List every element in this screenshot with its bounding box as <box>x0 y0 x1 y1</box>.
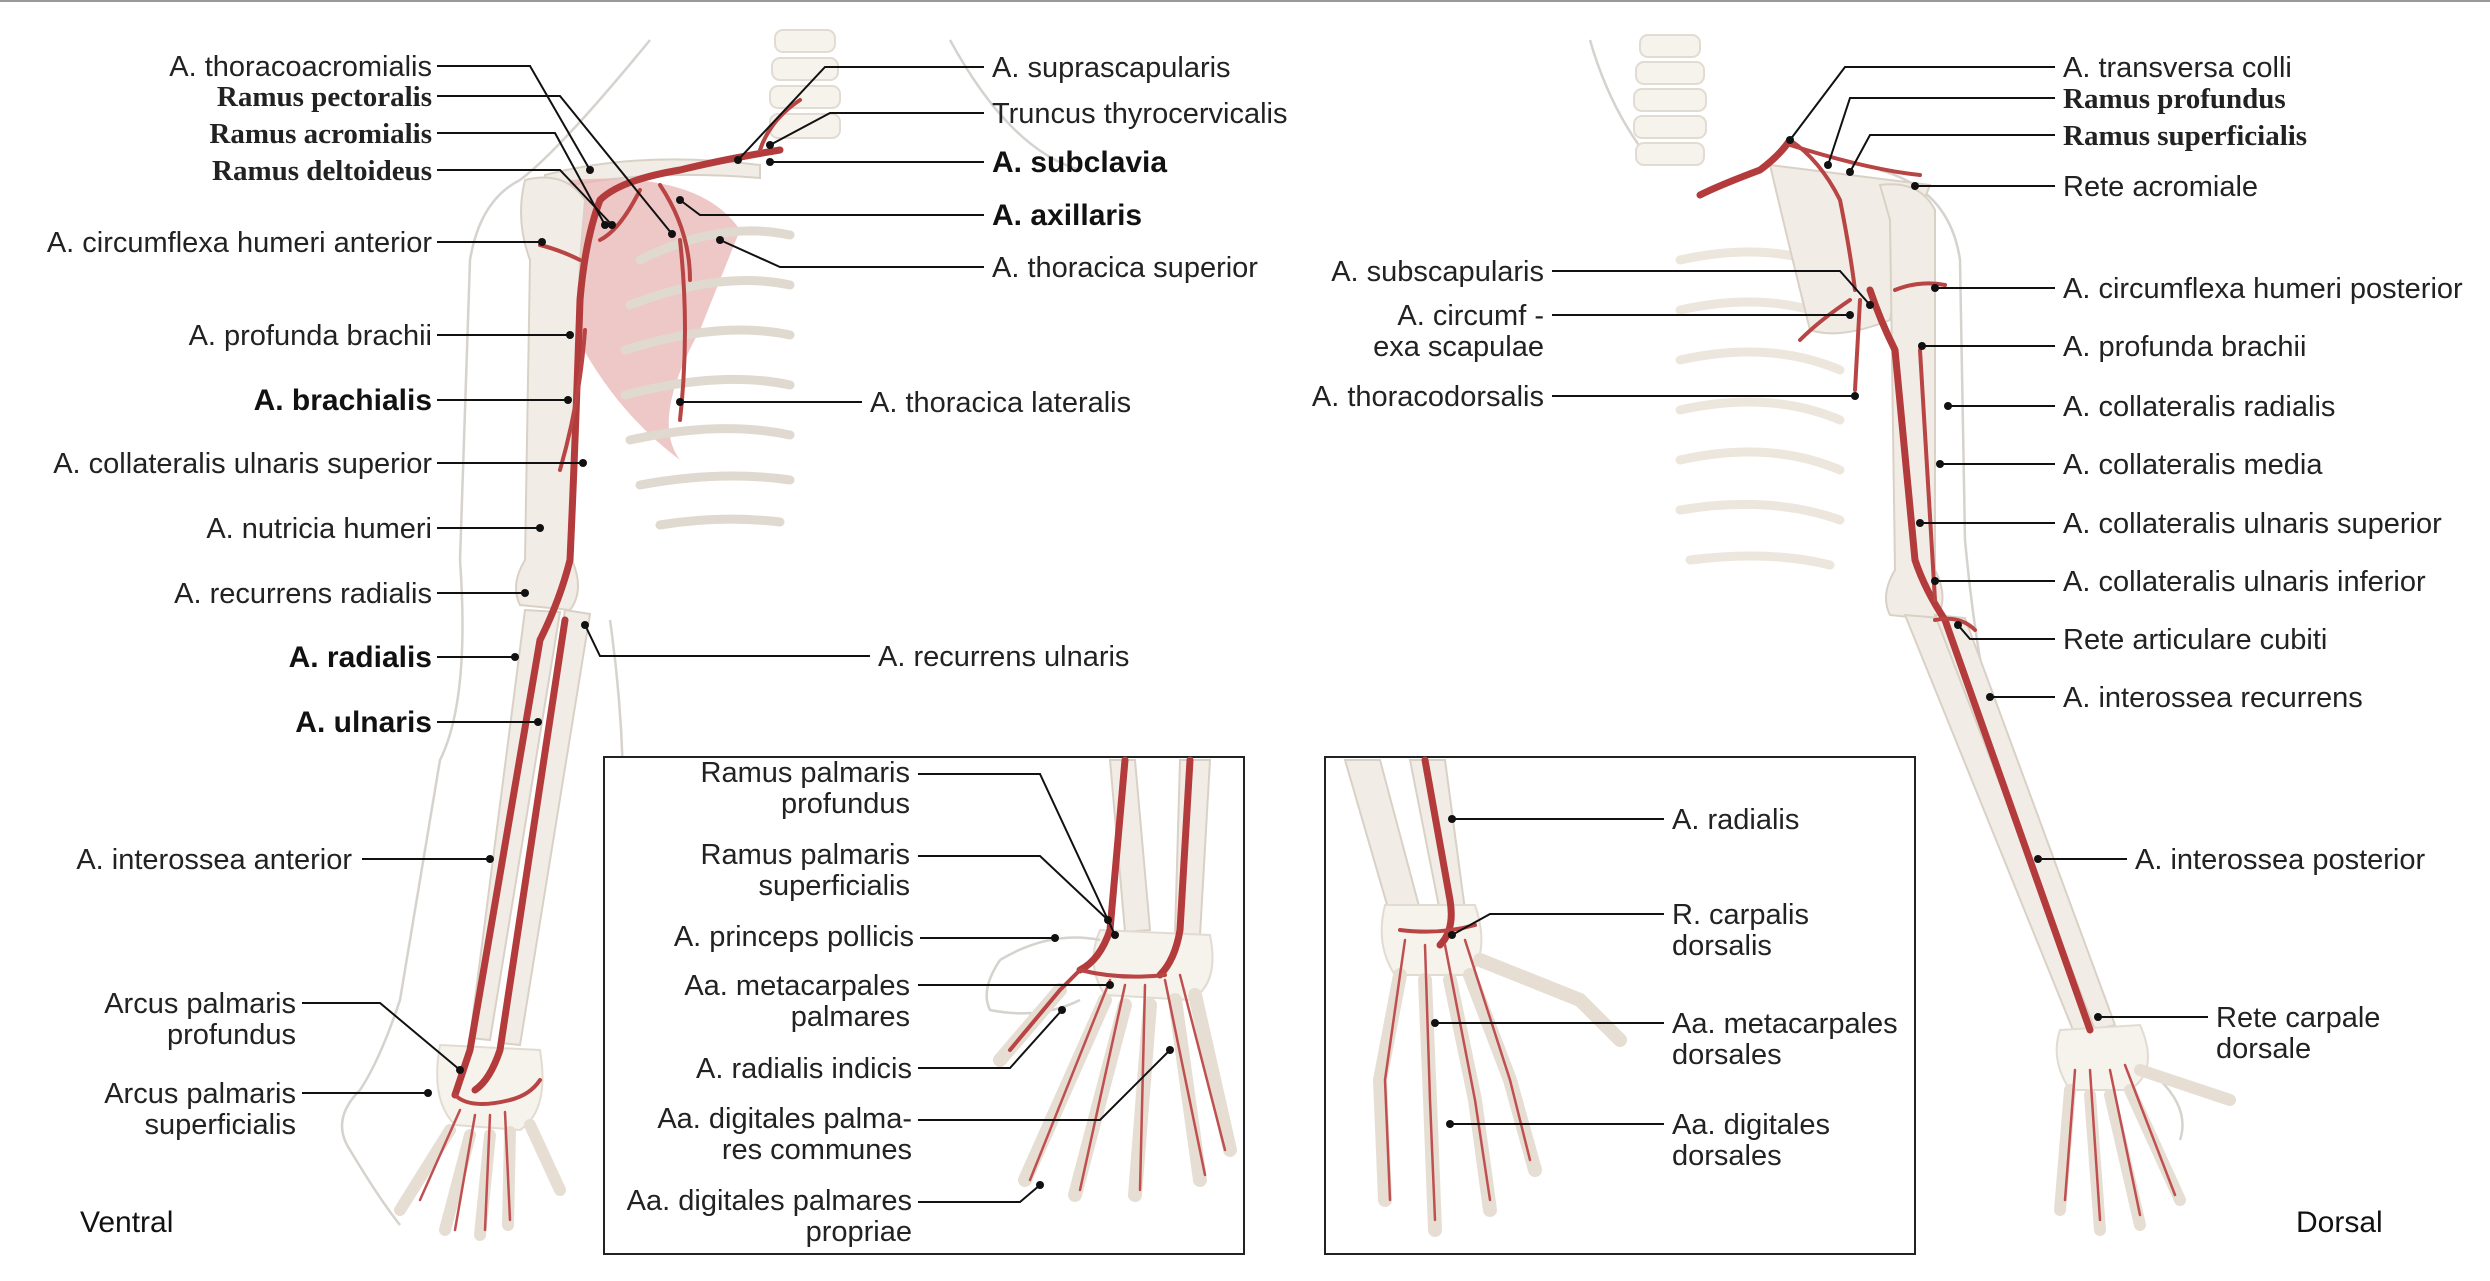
label-metacarpales-dorsales-1: Aa. metacarpales <box>1672 1008 1898 1040</box>
label-inset-radialis: A. radialis <box>1672 804 1799 836</box>
label-collateralis-media: A. collateralis media <box>2063 449 2323 481</box>
label-collateralis-ulnaris-superior: A. collateralis ulnaris superior <box>53 448 432 480</box>
label-arcus-profundus-2: profundus <box>167 1019 296 1051</box>
dorsal-right-leaders <box>1786 66 2208 1021</box>
label-interossea-posterior: A. interossea posterior <box>2135 844 2425 876</box>
label-ramus-acromialis: Ramus acromialis <box>209 118 432 150</box>
ventral-fingers <box>394 1119 566 1241</box>
ventral-skin-outline <box>340 39 651 1226</box>
label-rete-carpale-2: dorsale <box>2216 1033 2311 1065</box>
label-rete-carpale-1: Rete carpale <box>2216 1002 2380 1034</box>
dorsal-body-illustration <box>1588 34 2236 1236</box>
label-transversa-colli: A. transversa colli <box>2063 52 2292 84</box>
dorsal-inset-illustration <box>1343 756 1627 1237</box>
dorsal-inset-labels: A. radialis R. carpalis dorsalis Aa. met… <box>1672 804 1898 1172</box>
label-interossea-recurrens: A. interossea recurrens <box>2063 682 2363 714</box>
label-recurrens-ulnaris: A. recurrens ulnaris <box>878 641 1129 673</box>
label-rete-acromiale: Rete acromiale <box>2063 171 2258 203</box>
label-thoracica-superior: A. thoracica superior <box>992 252 1258 284</box>
label-carpalis-dorsalis-1: R. carpalis <box>1672 899 1809 931</box>
ventral-right-leaders <box>581 66 984 657</box>
label-circumflexa-scapulae-1: A. circumf - <box>1397 300 1544 332</box>
ventral-left-labels: A. thoracoacromialis Ramus pectoralis Ra… <box>47 51 433 1141</box>
label-profunda-brachii: A. profunda brachii <box>189 320 432 352</box>
label-suprascapularis: A. suprascapularis <box>992 52 1231 84</box>
label-ramus-profundus: Ramus profundus <box>2063 83 2286 115</box>
dorsal-left-leaders <box>1552 270 1874 400</box>
label-metacarpales-palmares-2: palmares <box>791 1001 910 1033</box>
pectoralis-muscle <box>556 178 740 461</box>
label-ramus-palmaris-profundus-2: profundus <box>781 788 910 820</box>
label-thoracoacromialis: A. thoracoacromialis <box>169 51 432 83</box>
ventral-ribs <box>620 226 795 530</box>
label-thoracodorsalis: A. thoracodorsalis <box>1312 381 1544 413</box>
label-recurrens-radialis: A. recurrens radialis <box>174 578 432 610</box>
palm-inset-leaders <box>918 773 1174 1203</box>
label-digitales-communes-2: res communes <box>722 1134 912 1166</box>
dorsal-left-labels: A. subscapularis A. circumf - exa scapul… <box>1312 256 1544 413</box>
dorsal-inset-leaders <box>1431 815 1664 1128</box>
dorsal-right-labels: A. transversa colli Ramus profundus Ramu… <box>2063 52 2463 1065</box>
label-arcus-superficialis-2: superficialis <box>145 1109 297 1141</box>
label-rete-articulare-cubiti: Rete articulare cubiti <box>2063 624 2327 656</box>
label-subscapularis: A. subscapularis <box>1331 256 1544 288</box>
label-ramus-palmaris-superficialis-1: Ramus palmaris <box>701 839 911 871</box>
label-collateralis-ulnaris-inferior: A. collateralis ulnaris inferior <box>2063 566 2426 598</box>
ventral-neck-outline <box>948 39 1081 172</box>
label-princeps-pollicis: A. princeps pollicis <box>674 921 914 953</box>
label-circumflexa-scapulae-2: exa scapulae <box>1373 331 1544 363</box>
label-thoracica-lateralis: A. thoracica lateralis <box>870 387 1131 419</box>
dorsal-hand-inset-frame <box>1324 756 1916 1255</box>
label-ramus-palmaris-profundus-1: Ramus palmaris <box>701 757 911 789</box>
label-radialis: A. radialis <box>289 641 432 674</box>
label-collateralis-radialis: A. collateralis radialis <box>2063 391 2335 423</box>
label-arcus-superficialis-1: Arcus palmaris <box>104 1078 296 1110</box>
label-ramus-deltoideus: Ramus deltoideus <box>212 155 432 187</box>
label-arcus-profundus-1: Arcus palmaris <box>104 988 296 1020</box>
ventral-humerus <box>515 176 587 612</box>
label-interossea-anterior: A. interossea anterior <box>76 844 352 876</box>
dorsal-spine <box>1633 34 1707 166</box>
label-radialis-indicis: A. radialis indicis <box>696 1053 912 1085</box>
ventral-spine <box>769 29 841 139</box>
label-digitales-communes-1: Aa. digitales palma- <box>657 1103 912 1135</box>
label-dorsal-collateralis-ulnaris-superior: A. collateralis ulnaris superior <box>2063 508 2442 540</box>
view-label-ventral: Ventral <box>80 1206 173 1239</box>
label-axillaris: A. axillaris <box>992 199 1142 232</box>
ventral-right-labels: A. suprascapularis Truncus thyrocervical… <box>870 52 1287 673</box>
label-circumflexa-humeri-anterior: A. circumflexa humeri anterior <box>47 227 433 259</box>
label-digitales-propriae-2: propriae <box>806 1216 912 1248</box>
label-carpalis-dorsalis-2: dorsalis <box>1672 930 1772 962</box>
label-digitales-dorsales-1: Aa. digitales <box>1672 1109 1830 1141</box>
label-ulnaris: A. ulnaris <box>295 706 432 739</box>
ventral-left-leaders <box>302 65 676 1097</box>
label-brachialis: A. brachialis <box>254 384 432 417</box>
label-truncus-thyrocervicalis: Truncus thyrocervicalis <box>992 98 1287 130</box>
view-label-dorsal: Dorsal <box>2296 1206 2383 1239</box>
label-digitales-dorsales-2: dorsales <box>1672 1140 1782 1172</box>
label-digitales-propriae-1: Aa. digitales palmares <box>627 1185 912 1217</box>
label-ramus-pectoralis: Ramus pectoralis <box>217 81 432 113</box>
dorsal-arteries <box>1696 136 2177 1222</box>
label-ramus-superficialis: Ramus superficialis <box>2063 120 2307 152</box>
label-subclavia: A. subclavia <box>992 146 1167 179</box>
label-dorsal-profunda-brachii: A. profunda brachii <box>2063 331 2306 363</box>
palm-inset-labels: Ramus palmaris profundus Ramus palmaris … <box>627 757 914 1248</box>
label-nutricia-humeri: A. nutricia humeri <box>206 513 432 545</box>
label-metacarpales-palmares-1: Aa. metacarpales <box>684 970 910 1002</box>
ventral-body-illustration <box>340 29 1081 1241</box>
palm-inset-illustration <box>985 756 1237 1202</box>
label-metacarpales-dorsales-2: dorsales <box>1672 1039 1782 1071</box>
dorsal-fingers <box>2054 1064 2236 1236</box>
label-circumflexa-humeri-posterior: A. circumflexa humeri posterior <box>2063 273 2463 305</box>
dorsal-carpus <box>2055 1023 2149 1091</box>
label-ramus-palmaris-superficialis-2: superficialis <box>759 870 911 902</box>
